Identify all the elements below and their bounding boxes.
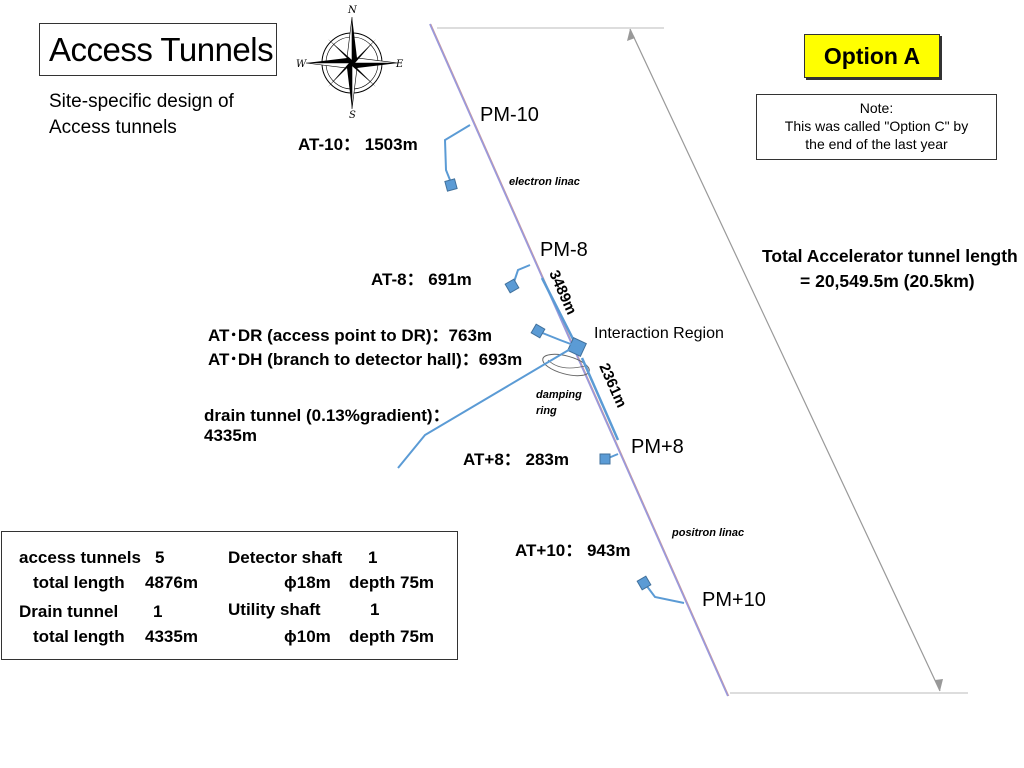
- at-plus-8-portal: [599, 453, 611, 465]
- pm-plus-8-label: PM+8: [631, 436, 684, 458]
- option-label: Option A: [823, 42, 921, 69]
- compass-rose-icon: N S E W: [296, 5, 404, 121]
- utility-shaft-label: Utility shaft: [228, 600, 321, 619]
- page-title: Access Tunnels: [49, 30, 274, 68]
- detector-shaft-depth: depth 75m: [349, 573, 435, 592]
- damping-ring-label-1: damping: [536, 389, 582, 401]
- at-plus-10-tunnel: [645, 584, 685, 604]
- summary-box: access tunnels 5 total length 4876m Drai…: [1, 531, 458, 660]
- total-length-label: Total Accelerator tunnel length = 20,549…: [762, 244, 1018, 294]
- at-plus-10-label: AT+10： 943m: [515, 541, 631, 560]
- option-badge: Option A: [804, 34, 940, 78]
- drain-tunnel-label: drain tunnel (0.13%gradient)：: [204, 406, 450, 425]
- compass-s: S: [349, 110, 356, 121]
- electron-linac-label: electron linac: [509, 176, 580, 188]
- compass-e: E: [395, 59, 404, 70]
- damping-ring: [542, 353, 590, 377]
- subtitle-line-2: Access tunnels: [49, 117, 177, 138]
- detector-shaft-count: 1: [368, 548, 378, 567]
- access-tunnels-label: access tunnels: [19, 548, 141, 567]
- note-heading: Note:: [859, 100, 894, 116]
- at-dr-tunnel: [539, 331, 577, 347]
- total-length-arrowhead-bottom: [935, 679, 943, 691]
- positron-linac-label: positron linac: [672, 527, 745, 539]
- at-minus-8-label: AT-8： 691m: [371, 270, 472, 289]
- total-length-line-2: = 20,549.5m (20.5km): [800, 271, 975, 291]
- pm-plus-10-label: PM+10: [702, 589, 766, 611]
- compass-w: W: [296, 59, 307, 70]
- utility-shaft-count: 1: [370, 600, 380, 619]
- pm-minus-10-label: PM-10: [480, 104, 539, 126]
- pm-minus-8-label: PM-8: [540, 239, 588, 261]
- total-length-arrow: [629, 28, 941, 692]
- drain-tunnel-summary-label: Drain tunnel: [19, 602, 119, 621]
- upper-segment-line: [540, 277, 577, 344]
- detector-shaft-label: Detector shaft: [228, 548, 343, 567]
- at-plus-10-portal: [636, 575, 652, 591]
- total-length-arrowhead-top: [627, 29, 635, 41]
- compass-n: N: [347, 5, 358, 16]
- drain-tunnel: [397, 347, 573, 469]
- drain-tunnel-length: 4335m: [204, 426, 257, 445]
- at-dr-portal: [530, 323, 546, 339]
- at-minus-10-label: AT-10： 1503m: [298, 135, 418, 154]
- at-minus-10-tunnel: [443, 124, 471, 186]
- access-total-value: 4876m: [145, 573, 198, 592]
- at-plus-8-label: AT+8： 283m: [463, 450, 569, 469]
- drain-tunnel-count: 1: [153, 602, 163, 621]
- note-line-2: the end of the last year: [805, 136, 948, 152]
- at-minus-10-portal: [444, 178, 458, 192]
- at-dr-label: AT･DR (access point to DR)：763m: [208, 326, 493, 345]
- at-minus-8-portal: [504, 278, 520, 294]
- subtitle-line-1: Site-specific design of: [49, 91, 234, 112]
- drain-total-value: 4335m: [145, 627, 198, 646]
- interaction-region-label: Interaction Region: [594, 325, 724, 342]
- access-total-label: total length: [33, 573, 125, 592]
- total-length-line-1: Total Accelerator tunnel length: [762, 246, 1018, 266]
- linac-line-core: [430, 23, 730, 697]
- utility-shaft-diameter: ɸ10m: [284, 627, 331, 646]
- utility-shaft-depth: depth 75m: [349, 627, 435, 646]
- at-dh-label: AT･DH (branch to detector hall)：693m: [208, 350, 523, 369]
- access-tunnels-count: 5: [155, 548, 165, 567]
- note-line-1: This was called "Option C" by: [784, 118, 969, 134]
- note-box: Note: This was called "Option C" by the …: [756, 94, 997, 160]
- subtitle: Site-specific design of Access tunnels: [49, 89, 234, 141]
- lower-segment-line: [580, 357, 620, 441]
- detector-shaft-diameter: ɸ18m: [284, 573, 331, 592]
- drain-total-label: total length: [33, 627, 125, 646]
- damping-ring-label-2: ring: [536, 405, 557, 417]
- title-box: Access Tunnels: [39, 23, 277, 76]
